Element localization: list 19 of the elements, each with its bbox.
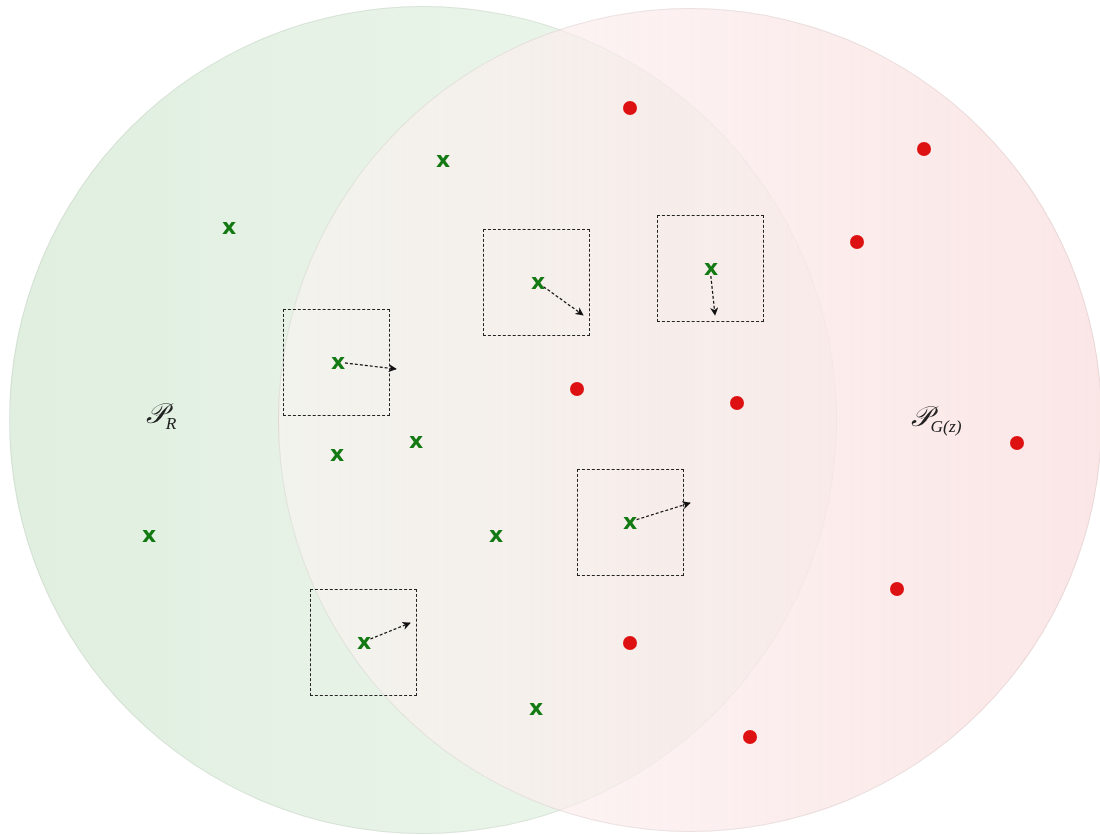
- set-label: 𝒫$_{R}$: [145, 397, 177, 435]
- sample-mark: x: [408, 429, 424, 452]
- dashed-box: [577, 469, 684, 576]
- sample-mark: x: [356, 630, 372, 653]
- sample-mark: x: [703, 256, 719, 279]
- sample-mark: x: [221, 215, 237, 238]
- dashed-box: [657, 215, 764, 322]
- sample-mark: x: [329, 442, 345, 465]
- sample-mark: x: [530, 270, 546, 293]
- set-label: 𝒫$_{G(z)}$: [910, 400, 962, 438]
- dashed-box: [483, 229, 590, 336]
- sample-mark: x: [435, 148, 451, 171]
- sample-mark: x: [488, 523, 504, 546]
- dashed-box: [283, 309, 390, 416]
- sample-mark: x: [528, 696, 544, 719]
- sample-mark: x: [622, 510, 638, 533]
- sample-mark: x: [330, 350, 346, 373]
- dashed-box: [310, 589, 417, 696]
- sample-mark: x: [141, 523, 157, 546]
